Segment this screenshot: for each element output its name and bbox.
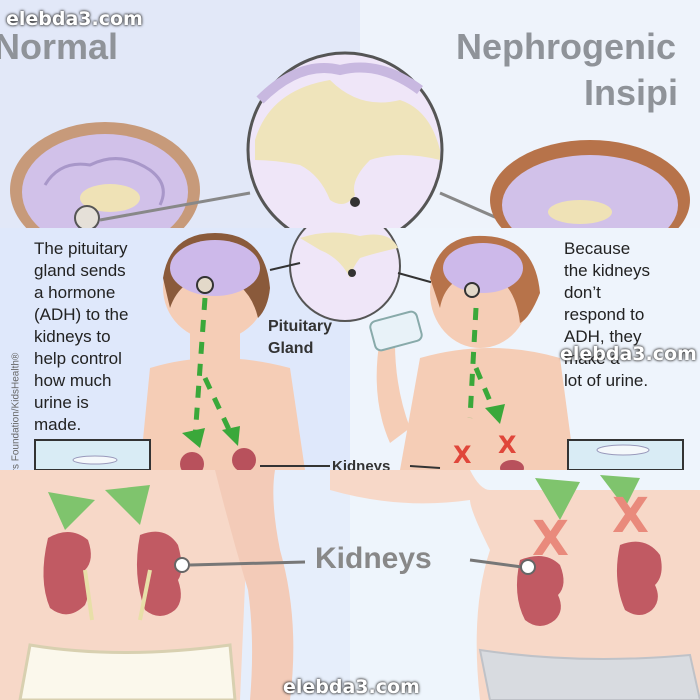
- right-description: Because the kidneys don’t respond to ADH…: [564, 238, 698, 392]
- kidneys-label-bottom: Kidneys: [315, 542, 432, 575]
- middle-illustration: X X: [0, 228, 700, 470]
- watermark-bottom: elebda3.com: [283, 676, 420, 698]
- right-desc-line: respond to: [564, 305, 645, 324]
- left-kidneys: [43, 531, 182, 621]
- svg-text:X: X: [612, 488, 649, 544]
- left-desc-line: a hormone: [34, 283, 116, 302]
- right-desc-line: make a: [564, 349, 620, 368]
- right-desc-line: don’t: [564, 283, 601, 302]
- top-panel: Normal Nephrogenic Insipi elebda3.com: [0, 0, 700, 228]
- right-desc-line: the kidneys: [564, 261, 650, 280]
- left-desc-line: how much: [34, 371, 112, 390]
- left-desc-line: gland sends: [34, 261, 126, 280]
- left-child-figure: [140, 233, 305, 470]
- right-head-brain: [490, 140, 690, 228]
- middle-panel: X X The pituitary gland sends a hormone …: [0, 228, 700, 470]
- right-desc-line: Because: [564, 239, 631, 258]
- right-desc-line: lot of urine.: [564, 371, 649, 390]
- watermark-middle: elebda3.com: [560, 343, 697, 365]
- left-description: The pituitary gland sends a hormone (ADH…: [34, 238, 174, 436]
- pituitary-label-line: Pituitary: [268, 318, 333, 335]
- credit-text: ours Foundation/KidsHealth®: [10, 352, 22, 470]
- bottom-panel: X X Kidneys elebda3.com: [0, 470, 700, 700]
- left-head-brain: [10, 122, 200, 228]
- left-desc-line: kidneys to: [34, 327, 111, 346]
- magnified-pituitary: [246, 51, 444, 228]
- left-desc-line: The pituitary: [34, 239, 128, 258]
- title-insipidus: Insipi: [584, 72, 679, 113]
- watermark-top: elebda3.com: [6, 8, 143, 30]
- pituitary-label: Pituitary Gland: [268, 316, 332, 360]
- bottom-illustration: X X: [0, 470, 700, 700]
- kidneys-label-middle: Kidneys: [332, 458, 391, 470]
- right-desc-line: ADH, they: [564, 327, 642, 346]
- svg-text:X: X: [453, 441, 472, 469]
- left-desc-line: (ADH) to the: [34, 305, 129, 324]
- svg-text:X: X: [498, 431, 517, 459]
- top-illustration: [0, 0, 700, 228]
- title-nephrogenic: Nephrogenic: [456, 26, 677, 67]
- left-torso: [0, 470, 294, 700]
- left-desc-line: help control: [34, 349, 122, 368]
- left-desc-line: made.: [34, 415, 82, 434]
- right-child-figure: X X: [369, 235, 575, 470]
- pituitary-label-line: Gland: [268, 340, 314, 357]
- left-desc-line: urine is: [34, 393, 89, 412]
- title-normal: Normal: [0, 26, 119, 67]
